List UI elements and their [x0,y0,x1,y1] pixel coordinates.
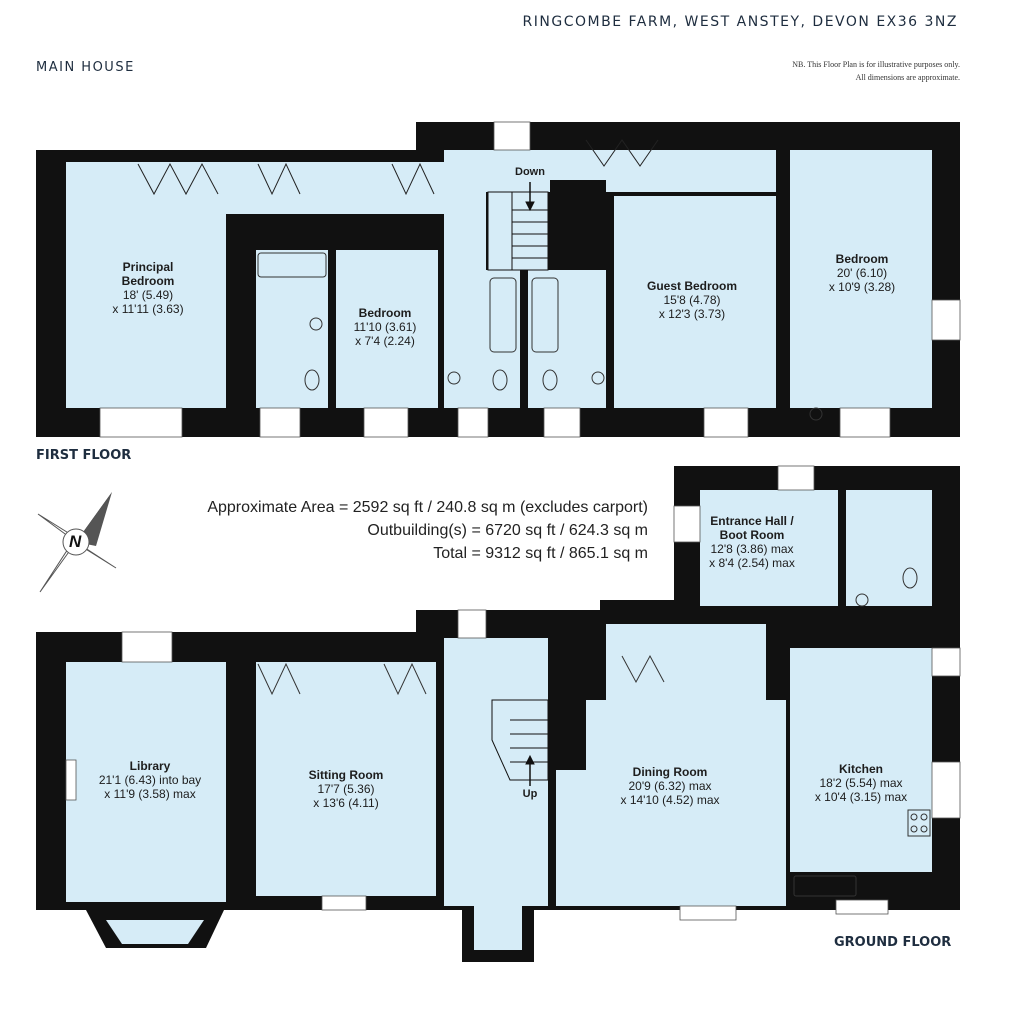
room-dimension: x 12'3 (3.73) [658,307,726,321]
room-dimension: 12'8 (3.86) max [710,542,794,556]
room-dimension: x 14'10 (4.52) max [620,793,720,807]
room-library: Library 21'1 (6.43) into bay x 11'9 (3.5… [99,759,201,801]
area-outbuildings: Outbuilding(s) = 6720 sq ft / 624.3 sq m [367,522,648,539]
room-guest-bedroom: Guest Bedroom 15'8 (4.78) x 12'3 (3.73) [647,279,737,321]
room-name: Library [129,759,171,773]
compass-rose-icon [37,492,117,593]
room-sitting-room: Sitting Room 17'7 (5.36) x 13'6 (4.11) [309,768,384,810]
room-dimension: x 11'11 (3.63) [112,302,184,316]
room-dimension: 20' (6.10) [836,266,888,280]
room-dimension: x 10'9 (3.28) [828,280,896,294]
first-floor-plan [36,121,961,438]
section-label: MAIN HOUSE [36,60,135,75]
room-dimension: 15'8 (4.78) [663,293,721,307]
room-name: Sitting Room [308,768,384,782]
disclaimer-line-1: NB. This Floor Plan is for illustrative … [792,60,960,69]
plan-title: RINGCOMBE FARM, WEST ANSTEY, DEVON EX36 … [522,14,958,30]
room-principal-bedroom: Principal Bedroom 18' (5.49) x 11'11 (3.… [112,260,183,316]
room-name: Guest Bedroom [646,279,738,293]
room-dimension: 18' (5.49) [122,288,174,302]
room-dimension: 17'7 (5.36) [317,782,375,796]
room-name: Entrance Hall / [710,514,794,528]
room-bedroom-small: Bedroom 11'10 (3.61) x 7'4 (2.24) [354,306,417,348]
stairs-up-label: Up [522,788,538,800]
disclaimer-line-2: All dimensions are approximate. [855,73,960,82]
area-approximate: Approximate Area = 2592 sq ft / 240.8 sq… [207,499,648,516]
room-dimension: x 13'6 (4.11) [313,796,379,810]
room-dimension: x 7'4 (2.24) [355,334,415,348]
room-dimension: x 10'4 (3.15) max [814,790,908,804]
room-dining-room: Dining Room 20'9 (6.32) max x 14'10 (4.5… [620,765,719,807]
room-kitchen: Kitchen 18'2 (5.54) max x 10'4 (3.15) ma… [815,762,907,804]
stairs-down-label: Down [515,166,545,178]
room-bedroom-large: Bedroom 20' (6.10) x 10'9 (3.28) [829,252,895,294]
first-floor-label: FIRST FLOOR [36,448,132,463]
ground-floor-plan [36,465,961,962]
room-name: Boot Room [719,528,785,542]
room-name: Bedroom [358,306,412,320]
room-name: Kitchen [838,762,883,776]
room-dimension: 11'10 (3.61) [353,320,417,334]
room-dimension: 18'2 (5.54) max [819,776,903,790]
room-name: Dining Room [632,765,708,779]
room-name: Bedroom [121,274,175,288]
room-dimension: 20'9 (6.32) max [628,779,712,793]
room-dimension: x 8'4 (2.54) max [709,556,795,570]
room-name: Bedroom [835,252,889,266]
ground-floor-label: GROUND FLOOR [834,935,952,950]
room-entrance-hall: Entrance Hall / Boot Room 12'8 (3.86) ma… [709,514,795,570]
room-name: Principal [122,260,174,274]
area-total: Total = 9312 sq ft / 865.1 sq m [433,545,648,562]
compass-letter: N [69,532,82,551]
room-dimension: 21'1 (6.43) into bay [98,773,202,787]
room-dimension: x 11'9 (3.58) max [104,787,196,801]
